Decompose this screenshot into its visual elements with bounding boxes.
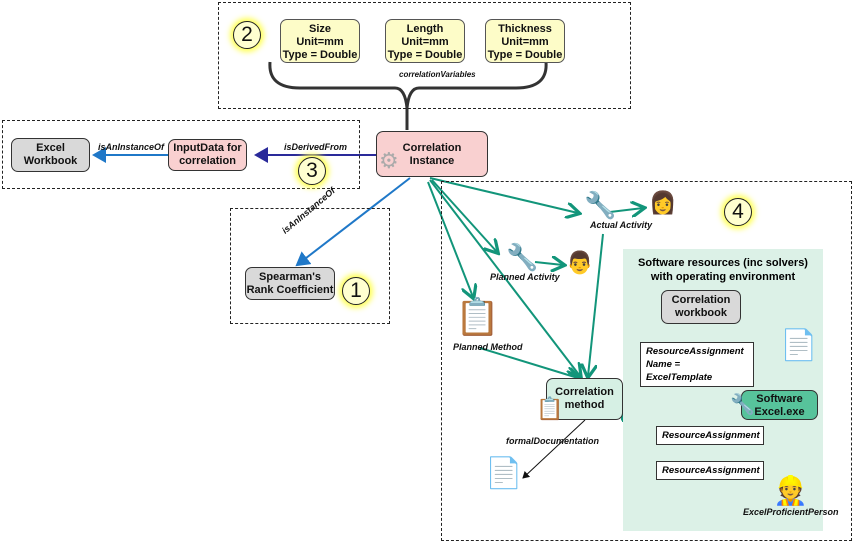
planned-method-icon[interactable]: 📋 — [455, 296, 500, 337]
group-variables — [218, 2, 631, 109]
node-correlation-instance[interactable]: Correlation Instance — [376, 131, 488, 177]
node-line: Workbook — [23, 155, 78, 167]
badge-4: 4 — [724, 198, 752, 226]
node-line: Instance — [409, 155, 455, 167]
actual-activity-icon[interactable]: 🔧 — [584, 190, 617, 220]
group-spearman — [230, 208, 390, 324]
document-icon-template: 📄 — [780, 329, 818, 362]
variable-thickness[interactable]: Thickness Unit=mm Type = Double — [485, 19, 565, 63]
variable-type: Type = Double — [487, 49, 563, 61]
edge-formal-documentation — [522, 419, 586, 479]
variable-unit: Unit=mm — [501, 36, 549, 48]
label-actual-activity: Actual Activity — [590, 220, 653, 230]
node-line: correlation — [179, 155, 236, 167]
node-line: Software — [756, 393, 803, 405]
label-formal-documentation: formalDocumentation — [506, 436, 600, 446]
resource-assignment-person[interactable]: ResourceAssignment — [656, 461, 764, 480]
node-line: method — [564, 399, 605, 411]
ra-line: ResourceAssignment — [646, 346, 744, 357]
ra-line: ResourceAssignment — [662, 465, 760, 476]
edge-instance-spearman — [295, 177, 411, 267]
label-is-an-instance-of-excel: isAnInstanceOf — [98, 142, 165, 152]
node-line: Correlation — [402, 142, 462, 154]
variable-unit: Unit=mm — [401, 36, 449, 48]
node-line: Spearman's — [259, 271, 321, 283]
edge-planned-person — [534, 262, 563, 265]
edge-to-planned — [431, 179, 497, 252]
node-software-excel[interactable]: Software Excel.exe — [741, 390, 818, 420]
node-excel-workbook[interactable]: Excel Workbook — [11, 138, 90, 172]
node-line: Correlation — [671, 294, 731, 306]
planned-activity-icon[interactable]: 🔧 — [506, 242, 539, 272]
resource-assignment-software[interactable]: ResourceAssignment — [656, 426, 764, 445]
variable-type: Type = Double — [387, 49, 463, 61]
wrench-icon: 🔧 — [730, 394, 755, 416]
group-input — [2, 120, 360, 189]
variable-size[interactable]: Size Unit=mm Type = Double — [280, 19, 360, 63]
person-icon-actual: 👩 — [649, 190, 677, 215]
resource-assignment-template[interactable]: ResourceAssignment Name = ExcelTemplate — [640, 342, 754, 387]
clipboard-icon: 📋 — [536, 396, 564, 421]
label-excel-proficient-person: ExcelProficientPerson — [743, 507, 839, 517]
node-correlation-method[interactable]: Correlation method — [546, 378, 623, 420]
ra-line: ResourceAssignment — [662, 430, 760, 441]
panel-title-line1: Software resources (inc solvers) — [638, 257, 808, 269]
badge-3: 3 — [298, 157, 326, 185]
label-is-derived-from: isDerivedFrom — [284, 142, 348, 152]
node-line: Excel.exe — [754, 406, 805, 418]
node-input-data[interactable]: InputData for correlation — [168, 139, 247, 171]
badge-1: 1 — [342, 277, 370, 305]
node-correlation-workbook[interactable]: Correlation workbook — [661, 290, 741, 324]
edge-to-actual — [429, 177, 578, 213]
edge-to-planned-method — [427, 181, 473, 297]
edge-to-method — [429, 179, 580, 376]
node-line: Excel — [36, 142, 65, 154]
document-icon-formal: 📄 — [485, 457, 523, 490]
badge-2: 2 — [233, 21, 261, 49]
node-spearman[interactable]: Spearman's Rank Coefficient — [245, 267, 335, 300]
excel-proficient-person-icon[interactable]: 👷 — [773, 475, 808, 506]
variable-type: Type = Double — [282, 49, 358, 61]
label-planned-activity: Planned Activity — [490, 272, 560, 282]
edge-actual-person — [609, 208, 643, 212]
variable-name: Size — [308, 23, 331, 35]
variable-name: Length — [406, 23, 444, 35]
node-line: InputData for — [173, 142, 242, 154]
label-correlation-variables: correlationVariables — [399, 70, 476, 79]
label-planned-method: Planned Method — [453, 342, 523, 352]
node-line: workbook — [675, 307, 727, 319]
edge-actual-method — [588, 233, 604, 376]
node-line: Correlation — [555, 386, 614, 398]
variable-name: Thickness — [498, 23, 552, 35]
software-resources-title: Software resources (inc solvers) with op… — [623, 256, 823, 284]
person-icon-planned: 👨 — [566, 250, 594, 275]
variable-unit: Unit=mm — [296, 36, 344, 48]
panel-title-line2: with operating environment — [650, 271, 796, 283]
ra-line: Name = ExcelTemplate — [646, 359, 713, 383]
edge-planned-method-method — [479, 347, 578, 378]
node-line: Rank Coefficient — [246, 284, 334, 296]
variable-length[interactable]: Length Unit=mm Type = Double — [385, 19, 465, 63]
gear-icon: ⚙ — [379, 148, 399, 173]
